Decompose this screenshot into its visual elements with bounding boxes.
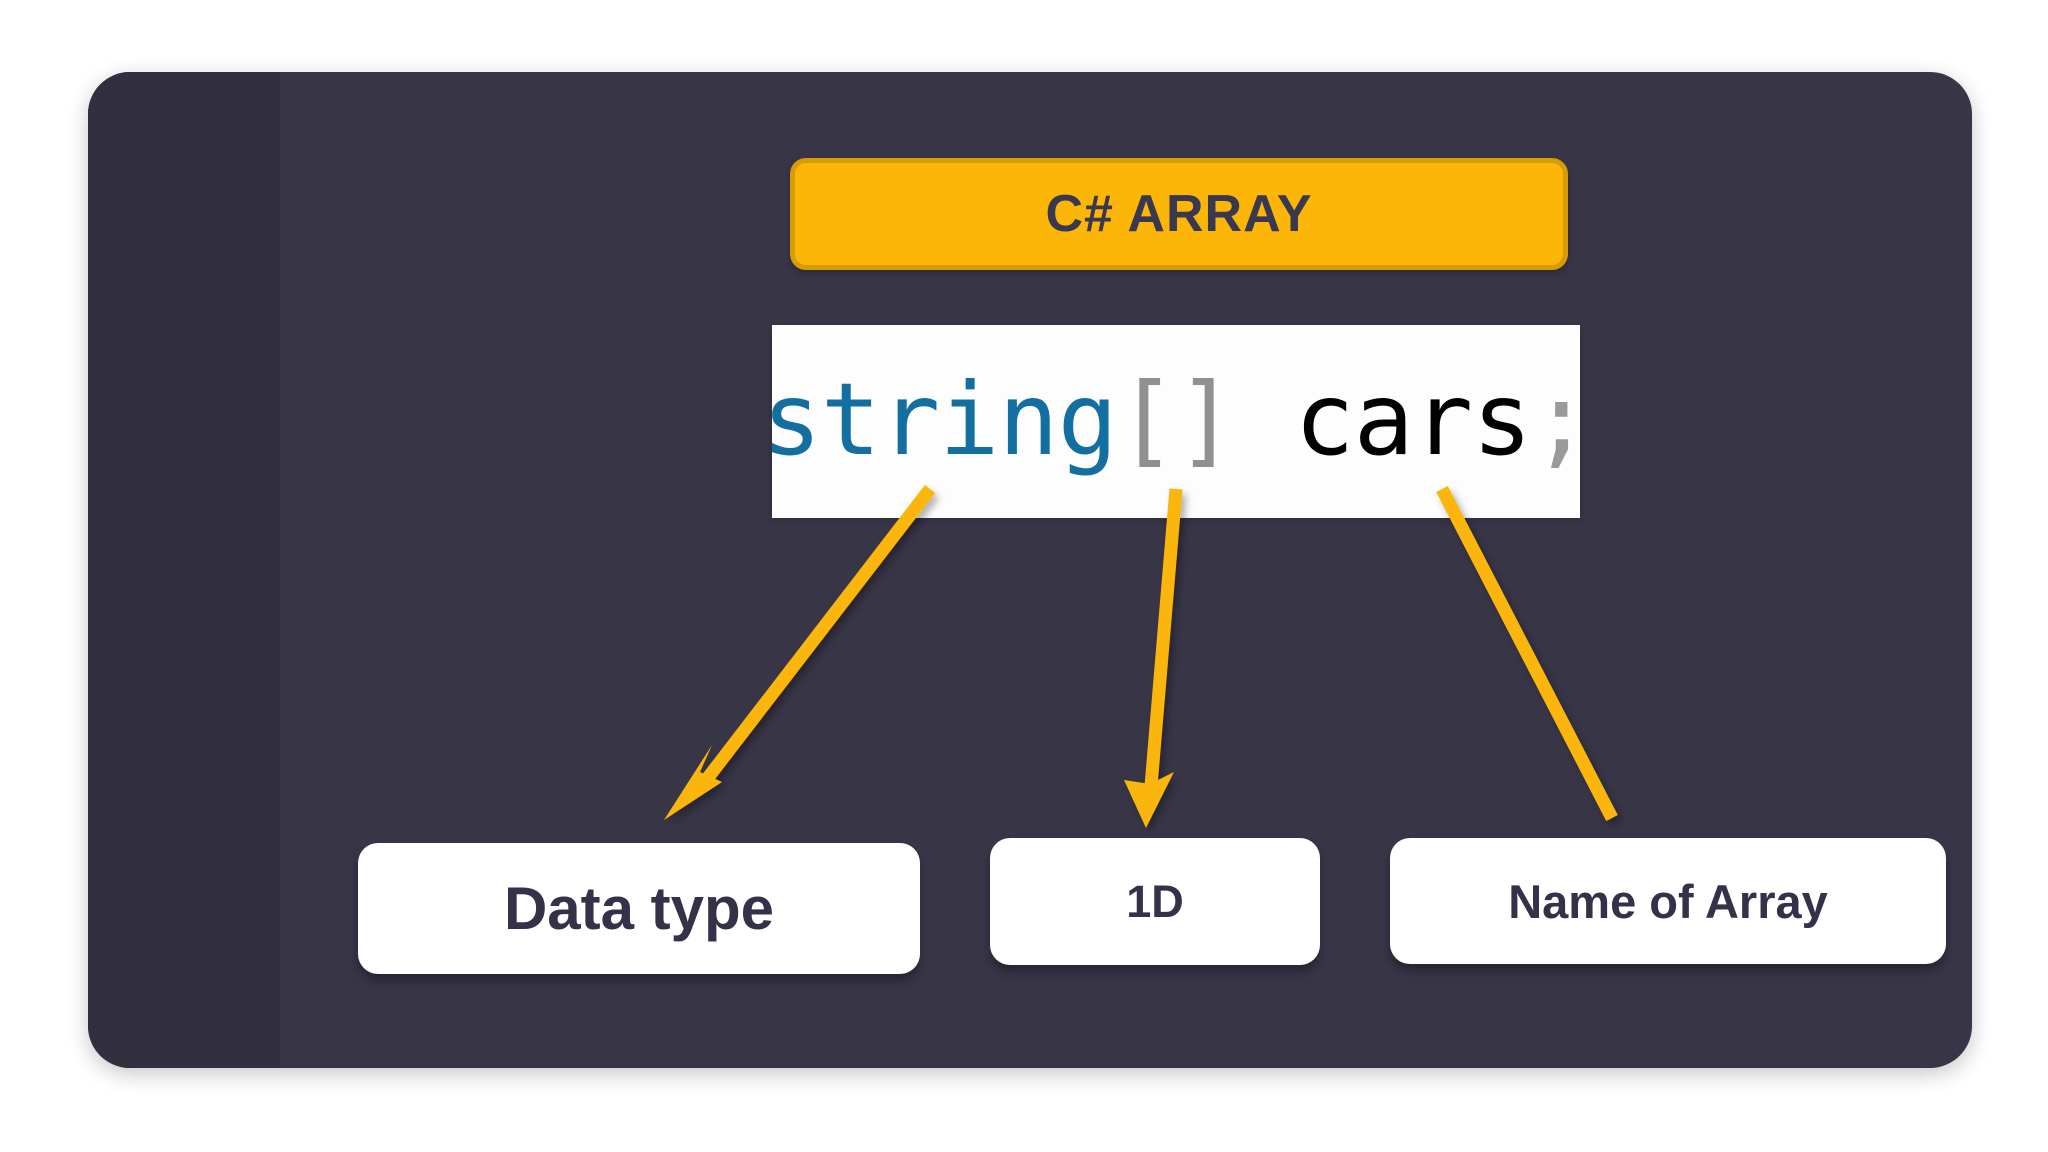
label-box-dimension: 1D [990, 838, 1320, 965]
label-text-array-name: Name of Array [1508, 874, 1828, 928]
label-text-dimension: 1D [1126, 876, 1184, 927]
label-box-array-name: Name of Array [1390, 838, 1946, 964]
code-token-semicolon: ; [1531, 360, 1591, 478]
label-box-data-type: Data type [358, 843, 920, 974]
code-token-brackets: [] [1116, 360, 1236, 478]
title-banner-label: C# ARRAY [1045, 185, 1313, 243]
code-statement: string[] cars; [762, 369, 1592, 470]
code-token-space [1235, 361, 1294, 478]
code-token-data-type: string [761, 360, 1118, 478]
title-banner: C# ARRAY [790, 158, 1568, 270]
card-left-accent-strip [88, 72, 280, 1068]
code-token-array-name: cars [1294, 360, 1532, 478]
label-text-data-type: Data type [503, 874, 775, 942]
code-snippet-box: string[] cars; [762, 325, 1591, 518]
